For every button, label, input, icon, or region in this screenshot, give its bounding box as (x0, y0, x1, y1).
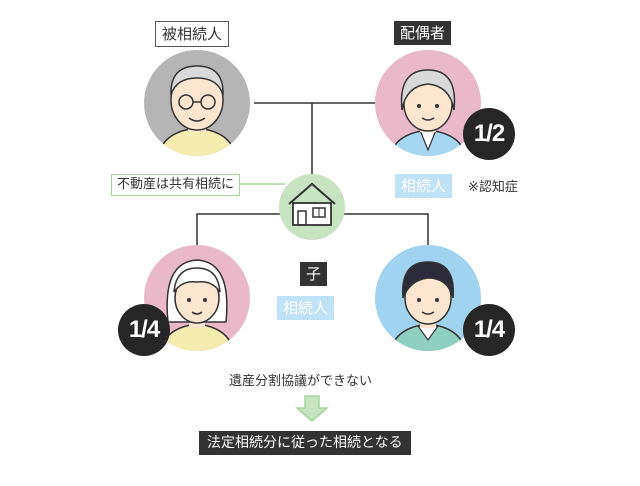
children-role-label: 相続人 (277, 296, 335, 320)
deceased-label: 被相続人 (155, 21, 230, 47)
down-arrow-icon (294, 395, 330, 422)
property-note: 不動産は共有相続に (111, 174, 241, 196)
cause-caption: 遺産分割協議ができない (229, 374, 373, 389)
deceased-avatar (144, 50, 250, 156)
spouse-role-label: 相続人 (395, 174, 453, 198)
daughter-avatar (144, 245, 250, 351)
spouse-avatar (375, 50, 481, 156)
son-share-badge: 1/4 (463, 304, 515, 356)
daughter-share-badge: 1/4 (118, 304, 170, 356)
spouse-label: 配偶者 (394, 21, 452, 45)
children-label: 子 (300, 262, 328, 286)
house-icon (279, 174, 345, 240)
result-banner: 法定相続分に従った相続となる (199, 431, 411, 455)
dementia-note: ※認知症 (468, 180, 518, 195)
spouse-share-badge: 1/2 (463, 108, 515, 160)
